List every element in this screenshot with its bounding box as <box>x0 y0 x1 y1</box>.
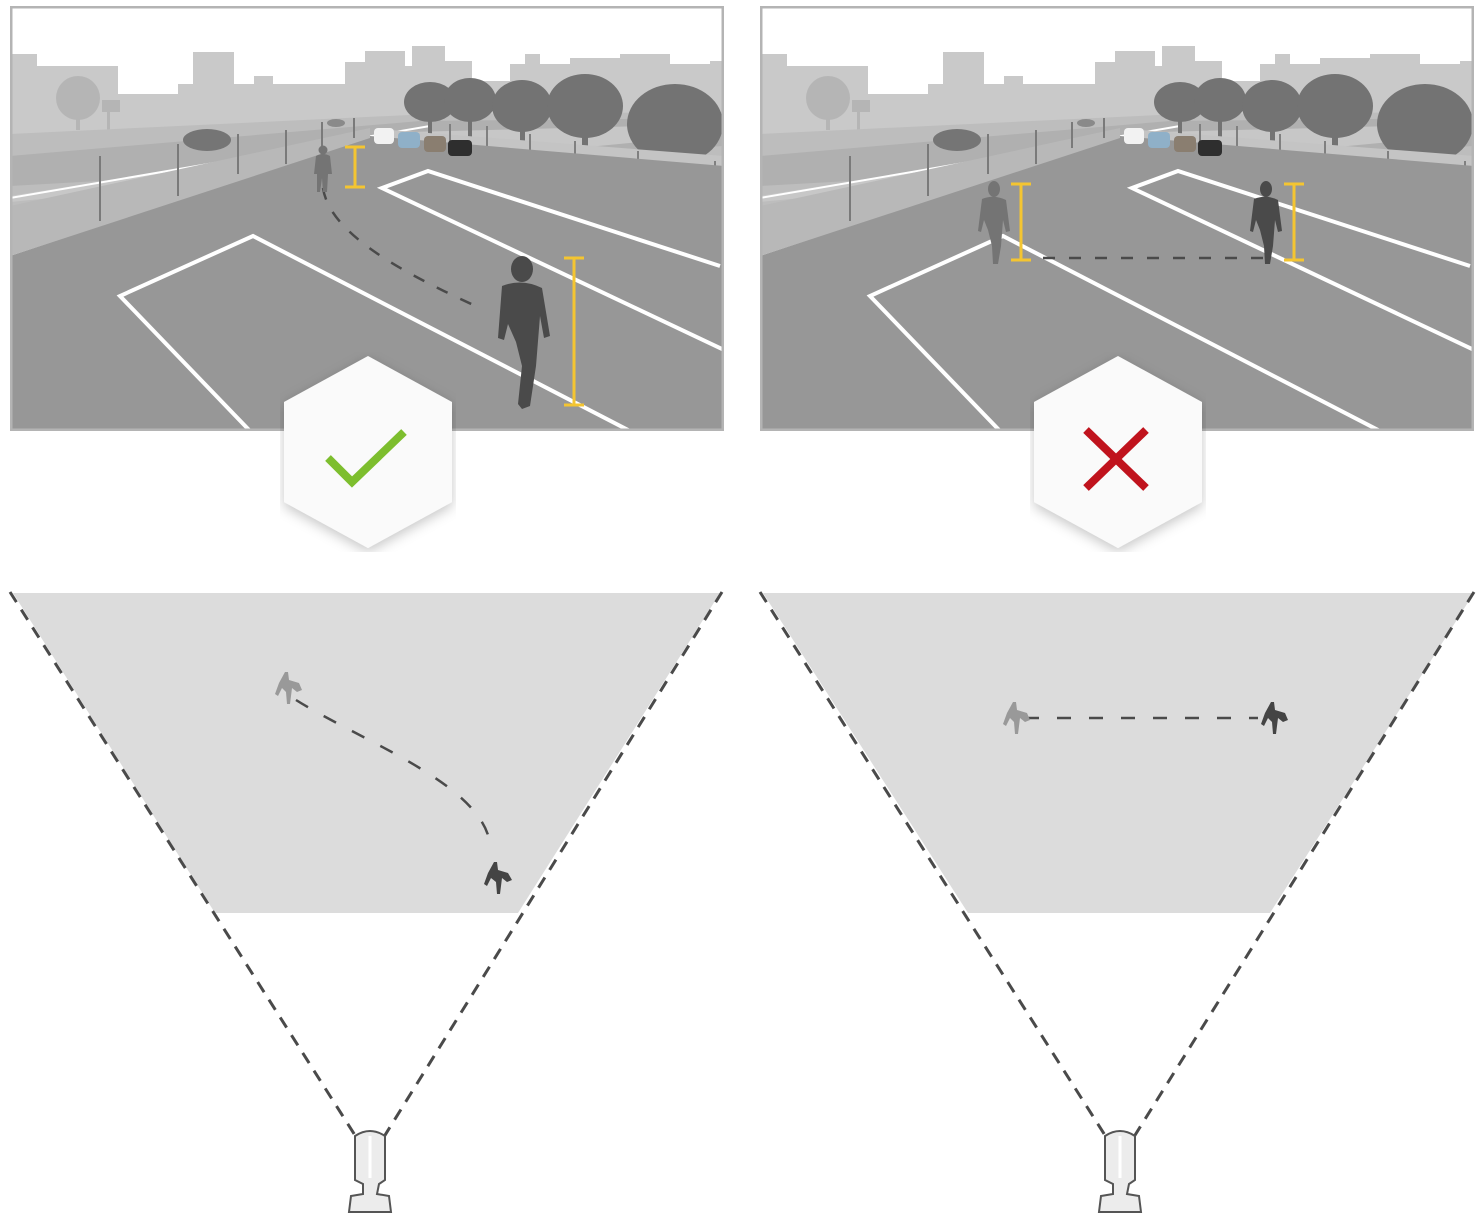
person-topdown-start <box>1003 702 1030 734</box>
car-highway <box>183 129 231 151</box>
fov-area <box>763 593 1474 913</box>
person-near <box>498 256 550 409</box>
person-left <box>978 181 1010 264</box>
camera-icon <box>347 1130 393 1213</box>
camera-icon <box>1097 1130 1143 1213</box>
checkmark-icon <box>325 429 407 488</box>
trees-right <box>404 74 723 206</box>
top-view-incorrect <box>750 580 1483 1229</box>
verdict-badge-correct <box>280 352 456 552</box>
fov-area <box>13 593 720 913</box>
top-view-correct <box>0 580 740 1229</box>
height-marker-left <box>1011 182 1031 262</box>
street-scene-correct <box>10 6 724 431</box>
fov-edge-left <box>758 591 1110 1141</box>
cross-icon <box>1083 427 1149 491</box>
fov-edge-left <box>8 591 360 1141</box>
fov-edge-right <box>1130 591 1476 1141</box>
car-brown <box>424 136 446 152</box>
verdict-badge-incorrect <box>1030 352 1206 552</box>
height-marker-far <box>345 145 365 189</box>
person-right <box>1250 181 1282 264</box>
street-scene-incorrect <box>760 6 1474 431</box>
camera-view-incorrect <box>760 6 1474 431</box>
person-topdown-end <box>484 862 512 894</box>
walk-path-top <box>295 698 490 836</box>
height-marker-near <box>564 256 584 407</box>
car-white <box>374 128 394 144</box>
person-topdown-end <box>1261 702 1288 734</box>
car-blue <box>398 132 420 148</box>
person-far <box>314 145 332 192</box>
parking-lines <box>116 168 724 431</box>
walk-path <box>321 187 481 310</box>
person-topdown-start <box>275 672 302 704</box>
camera-view-correct <box>10 6 724 431</box>
car-black <box>448 140 472 156</box>
fov-edge-right <box>380 591 724 1141</box>
tree-far-left <box>56 76 120 130</box>
height-marker-right <box>1284 182 1304 262</box>
